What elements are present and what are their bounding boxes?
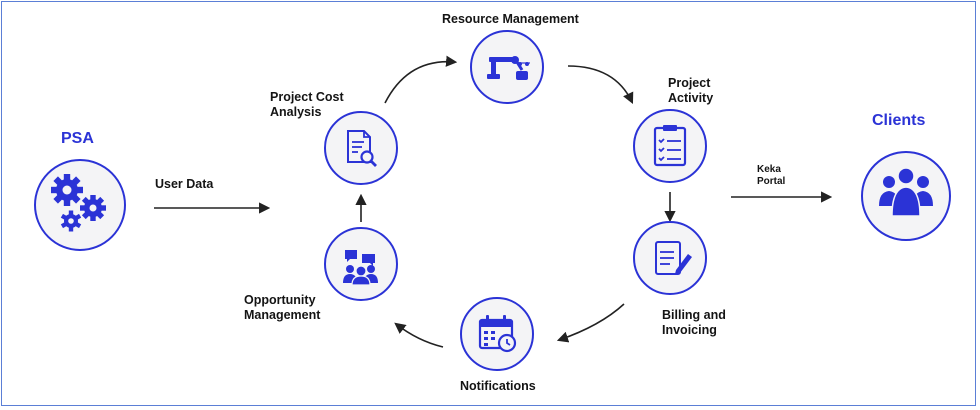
psa-label: PSA [61, 130, 94, 147]
billing-invoicing-label: Billing and Invoicing [662, 308, 726, 338]
users-group-icon [861, 151, 951, 241]
robot-arm-icon [470, 30, 544, 104]
team-chat-icon [324, 227, 398, 301]
arrow-billing-to-notifications [556, 303, 625, 343]
opportunity-management-label: Opportunity Management [244, 293, 320, 323]
user-data-label: User Data [155, 177, 214, 191]
calendar-clock-icon [460, 297, 534, 371]
project-cost-analysis-label: Project Cost Analysis [270, 90, 344, 120]
keka-portal-line2: Portal [757, 176, 786, 187]
clipboard-checklist-icon [633, 109, 707, 183]
project-activity-line1: Project [668, 76, 711, 90]
resource-management-label: Resource Management [442, 12, 579, 26]
project-activity-line2: Activity [668, 91, 714, 105]
project-cost-analysis-line1: Project Cost [270, 90, 344, 104]
keka-portal-line1: Keka [757, 164, 781, 175]
billing-invoicing-line2: Invoicing [662, 323, 717, 337]
document-search-icon [324, 111, 398, 185]
arrow-cost-to-resource [384, 55, 458, 104]
notifications-label: Notifications [460, 379, 536, 393]
billing-invoicing-line1: Billing and [662, 308, 726, 322]
keka-portal-label: Keka Portal [757, 164, 785, 188]
gears-icon [34, 159, 126, 251]
opportunity-management-line2: Management [244, 308, 321, 322]
clients-label: Clients [872, 112, 926, 129]
project-activity-label: Project Activity [668, 76, 713, 106]
arrow-notifications-to-opportunity [394, 322, 444, 348]
invoice-pencil-icon [633, 221, 707, 295]
arrow-resource-to-activity [567, 65, 634, 105]
opportunity-management-line1: Opportunity [244, 293, 316, 307]
project-cost-analysis-line2: Analysis [270, 105, 322, 119]
